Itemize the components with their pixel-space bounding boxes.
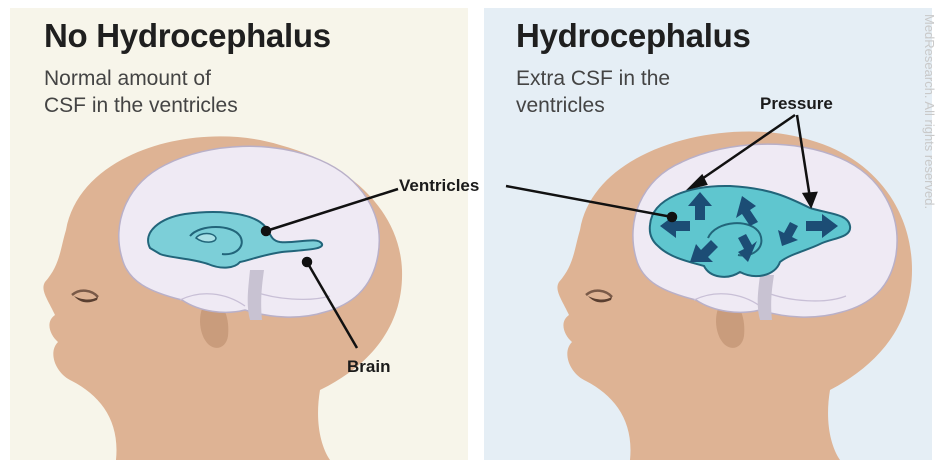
- subtitle-hydrocephalus: Extra CSF in the ventricles: [516, 65, 670, 119]
- subtitle-line: CSF in the ventricles: [44, 92, 238, 119]
- label-ventricles: Ventricles: [399, 176, 479, 196]
- leader-dot: [262, 227, 270, 235]
- subtitle-no-hydrocephalus: Normal amount of CSF in the ventricles: [44, 65, 238, 119]
- head-normal: [43, 136, 402, 460]
- subtitle-line: ventricles: [516, 92, 670, 119]
- head-hydrocephalus: [557, 131, 912, 460]
- title-no-hydrocephalus: No Hydrocephalus: [44, 17, 331, 55]
- copyright-watermark: MedResearch. All rights reserved.: [917, 14, 937, 274]
- label-brain: Brain: [347, 357, 390, 377]
- leader-dot: [668, 213, 676, 221]
- title-hydrocephalus: Hydrocephalus: [516, 17, 751, 55]
- label-pressure: Pressure: [760, 94, 833, 114]
- subtitle-line: Extra CSF in the: [516, 65, 670, 92]
- subtitle-line: Normal amount of: [44, 65, 238, 92]
- leader-dot: [303, 258, 311, 266]
